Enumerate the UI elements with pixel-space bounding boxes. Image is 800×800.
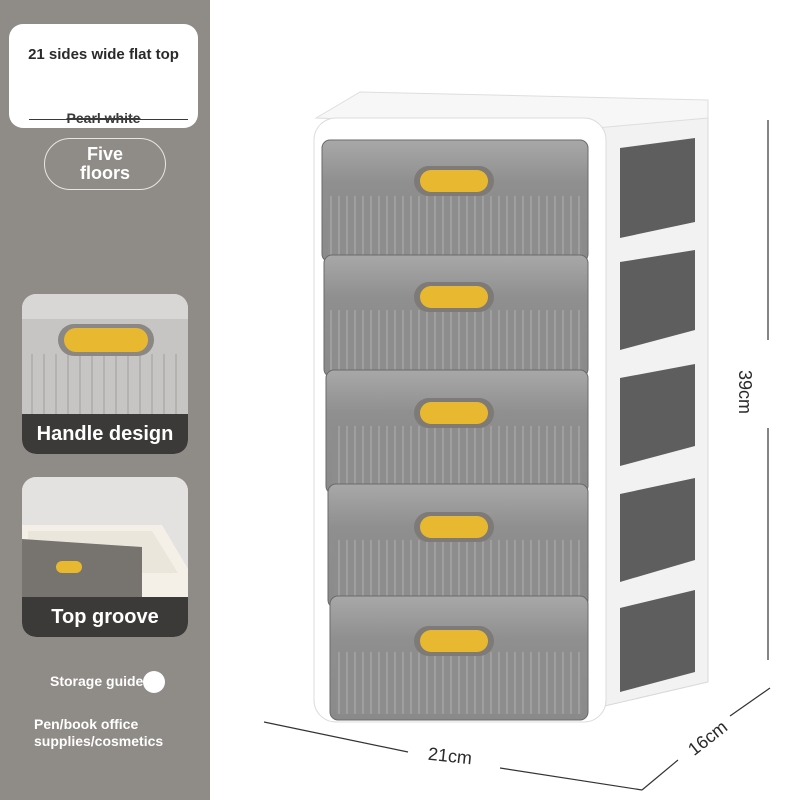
drawer xyxy=(325,369,589,495)
sidebar-panel: 21 sides wide flat top Pearl white Five … xyxy=(0,0,210,800)
width-dimension-label: 21cm xyxy=(427,743,473,769)
width-dimension-line-left xyxy=(263,721,409,753)
uses-text: Pen/book office supplies/cosmetics xyxy=(34,716,163,750)
drawer xyxy=(321,139,589,263)
divider-line xyxy=(29,119,188,120)
depth-dimension-line-top xyxy=(729,687,771,717)
storage-guide-label: Storage guide xyxy=(50,673,144,689)
top-groove-thumbnail: Top groove xyxy=(22,477,188,637)
drawer-handle-icon xyxy=(420,170,488,192)
color-option-label: Pearl white xyxy=(66,110,141,126)
width-dimension-line-right xyxy=(499,767,643,791)
handle-design-caption: Handle design xyxy=(22,414,188,454)
drawer-handle-icon xyxy=(420,516,488,538)
height-dimension-label: 39cm xyxy=(735,370,755,415)
title-card: 21 sides wide flat top Pearl white xyxy=(9,24,198,128)
drawer xyxy=(327,483,589,609)
uses-line-2: supplies/cosmetics xyxy=(34,733,164,749)
drawer xyxy=(323,254,589,378)
product-title: 21 sides wide flat top xyxy=(28,46,179,63)
drawer-handle-icon xyxy=(420,630,488,652)
floors-badge: Five floors xyxy=(44,138,166,190)
handle-design-thumbnail: Handle design xyxy=(22,294,188,454)
uses-line-1: Pen/book office xyxy=(34,716,139,732)
guide-dot-icon xyxy=(143,671,165,693)
floors-label: Five floors xyxy=(79,144,130,183)
top-groove-caption: Top groove xyxy=(22,597,188,637)
side-windows xyxy=(620,138,695,692)
drawer-handle-icon xyxy=(420,402,488,424)
drawer-handle-icon xyxy=(420,286,488,308)
product-illustration xyxy=(263,91,771,791)
drawer xyxy=(329,595,589,721)
depth-dimension-line-bottom xyxy=(641,759,679,791)
